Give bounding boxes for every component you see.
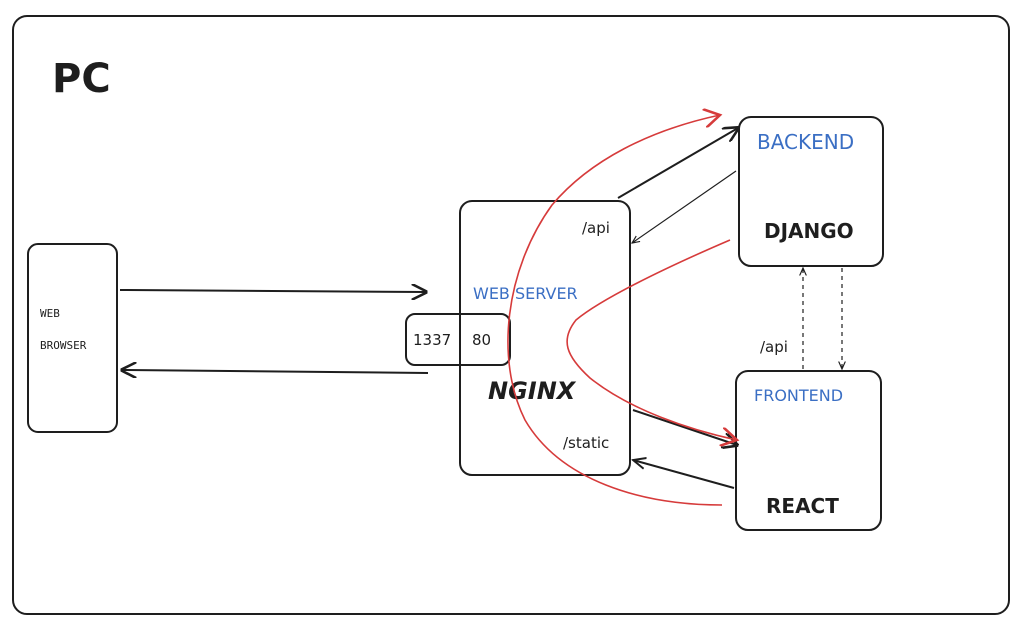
nginx-name-label: NGINX: [488, 377, 577, 405]
port-external: 1337: [413, 331, 451, 349]
nginx-to-backend-arrow: [617, 128, 738, 199]
browser-label-line2: BROWSER: [40, 339, 87, 352]
nginx-to-browser-arrow: [122, 370, 429, 373]
browser-to-nginx-arrow: [119, 290, 426, 292]
pc-label: PC: [52, 56, 111, 102]
browser-label-line1: WEB: [40, 307, 60, 320]
nginx-route-api: /api: [582, 219, 610, 237]
port-box: [405, 313, 511, 366]
request-flow-inner-curve: [566, 239, 737, 440]
backend-role-label: BACKEND: [757, 130, 854, 154]
frontend-name-label: REACT: [766, 494, 839, 518]
frontend-box: [735, 370, 882, 531]
backend-name-label: DJANGO: [764, 219, 854, 243]
frontend-backend-link-label: /api: [760, 338, 788, 356]
frontend-role-label: FRONTEND: [754, 386, 843, 405]
backend-to-nginx-arrow: [632, 170, 737, 243]
nginx-role-label: WEB SERVER: [473, 284, 578, 303]
port-internal: 80: [472, 331, 491, 349]
nginx-route-static: /static: [563, 434, 609, 452]
frontend-to-nginx-arrow: [633, 460, 735, 489]
backend-box: [738, 116, 884, 267]
request-flow-curve: [507, 115, 722, 506]
web-browser-box: [27, 243, 118, 433]
